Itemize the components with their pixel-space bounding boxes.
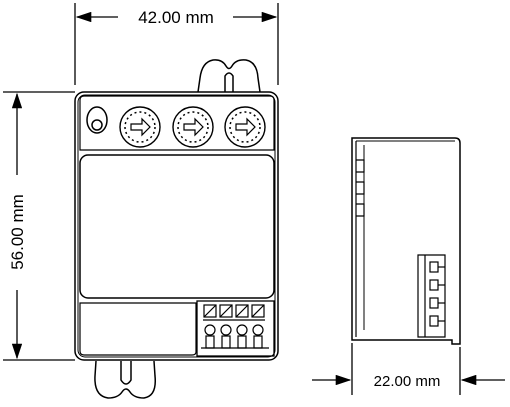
bottom-mounting-slot — [120, 361, 132, 385]
indicator-led — [86, 106, 108, 134]
side-view — [351, 137, 461, 345]
label-window — [79, 154, 275, 299]
side-housing-outline — [351, 137, 461, 345]
width-dimension: 42.00 mm — [74, 3, 279, 85]
switch-panel — [79, 95, 275, 151]
switch-arrow-icon — [130, 117, 151, 137]
rotary-switch-1 — [119, 106, 161, 148]
top-mounting-tab — [197, 59, 261, 93]
depth-dimension: 22.00 mm — [312, 343, 505, 395]
terminal-block — [196, 300, 275, 357]
switch-arrow-icon — [183, 117, 204, 137]
terminal-housing — [196, 300, 275, 357]
height-label: 56.00 mm — [8, 194, 27, 270]
housing-outline — [74, 91, 279, 361]
front-view — [74, 59, 279, 399]
terminal-wire-entries — [201, 319, 269, 349]
side-switch-profile — [356, 159, 365, 217]
height-dimension: 56.00 mm — [3, 91, 75, 361]
width-label: 42.00 mm — [138, 8, 214, 27]
depth-label: 22.00 mm — [374, 373, 441, 390]
side-terminal-block — [417, 254, 446, 338]
housing-inner-outline — [77, 94, 276, 358]
lower-panel — [79, 302, 197, 356]
indicator-led-inner — [91, 119, 103, 131]
terminal-screw-row — [203, 304, 265, 318]
top-mounting-slot — [224, 72, 234, 92]
bottom-mounting-tab — [94, 360, 157, 399]
switch-arrow-icon — [235, 117, 256, 137]
rotary-switch-3 — [224, 106, 266, 148]
rotary-switch-2 — [172, 106, 214, 148]
